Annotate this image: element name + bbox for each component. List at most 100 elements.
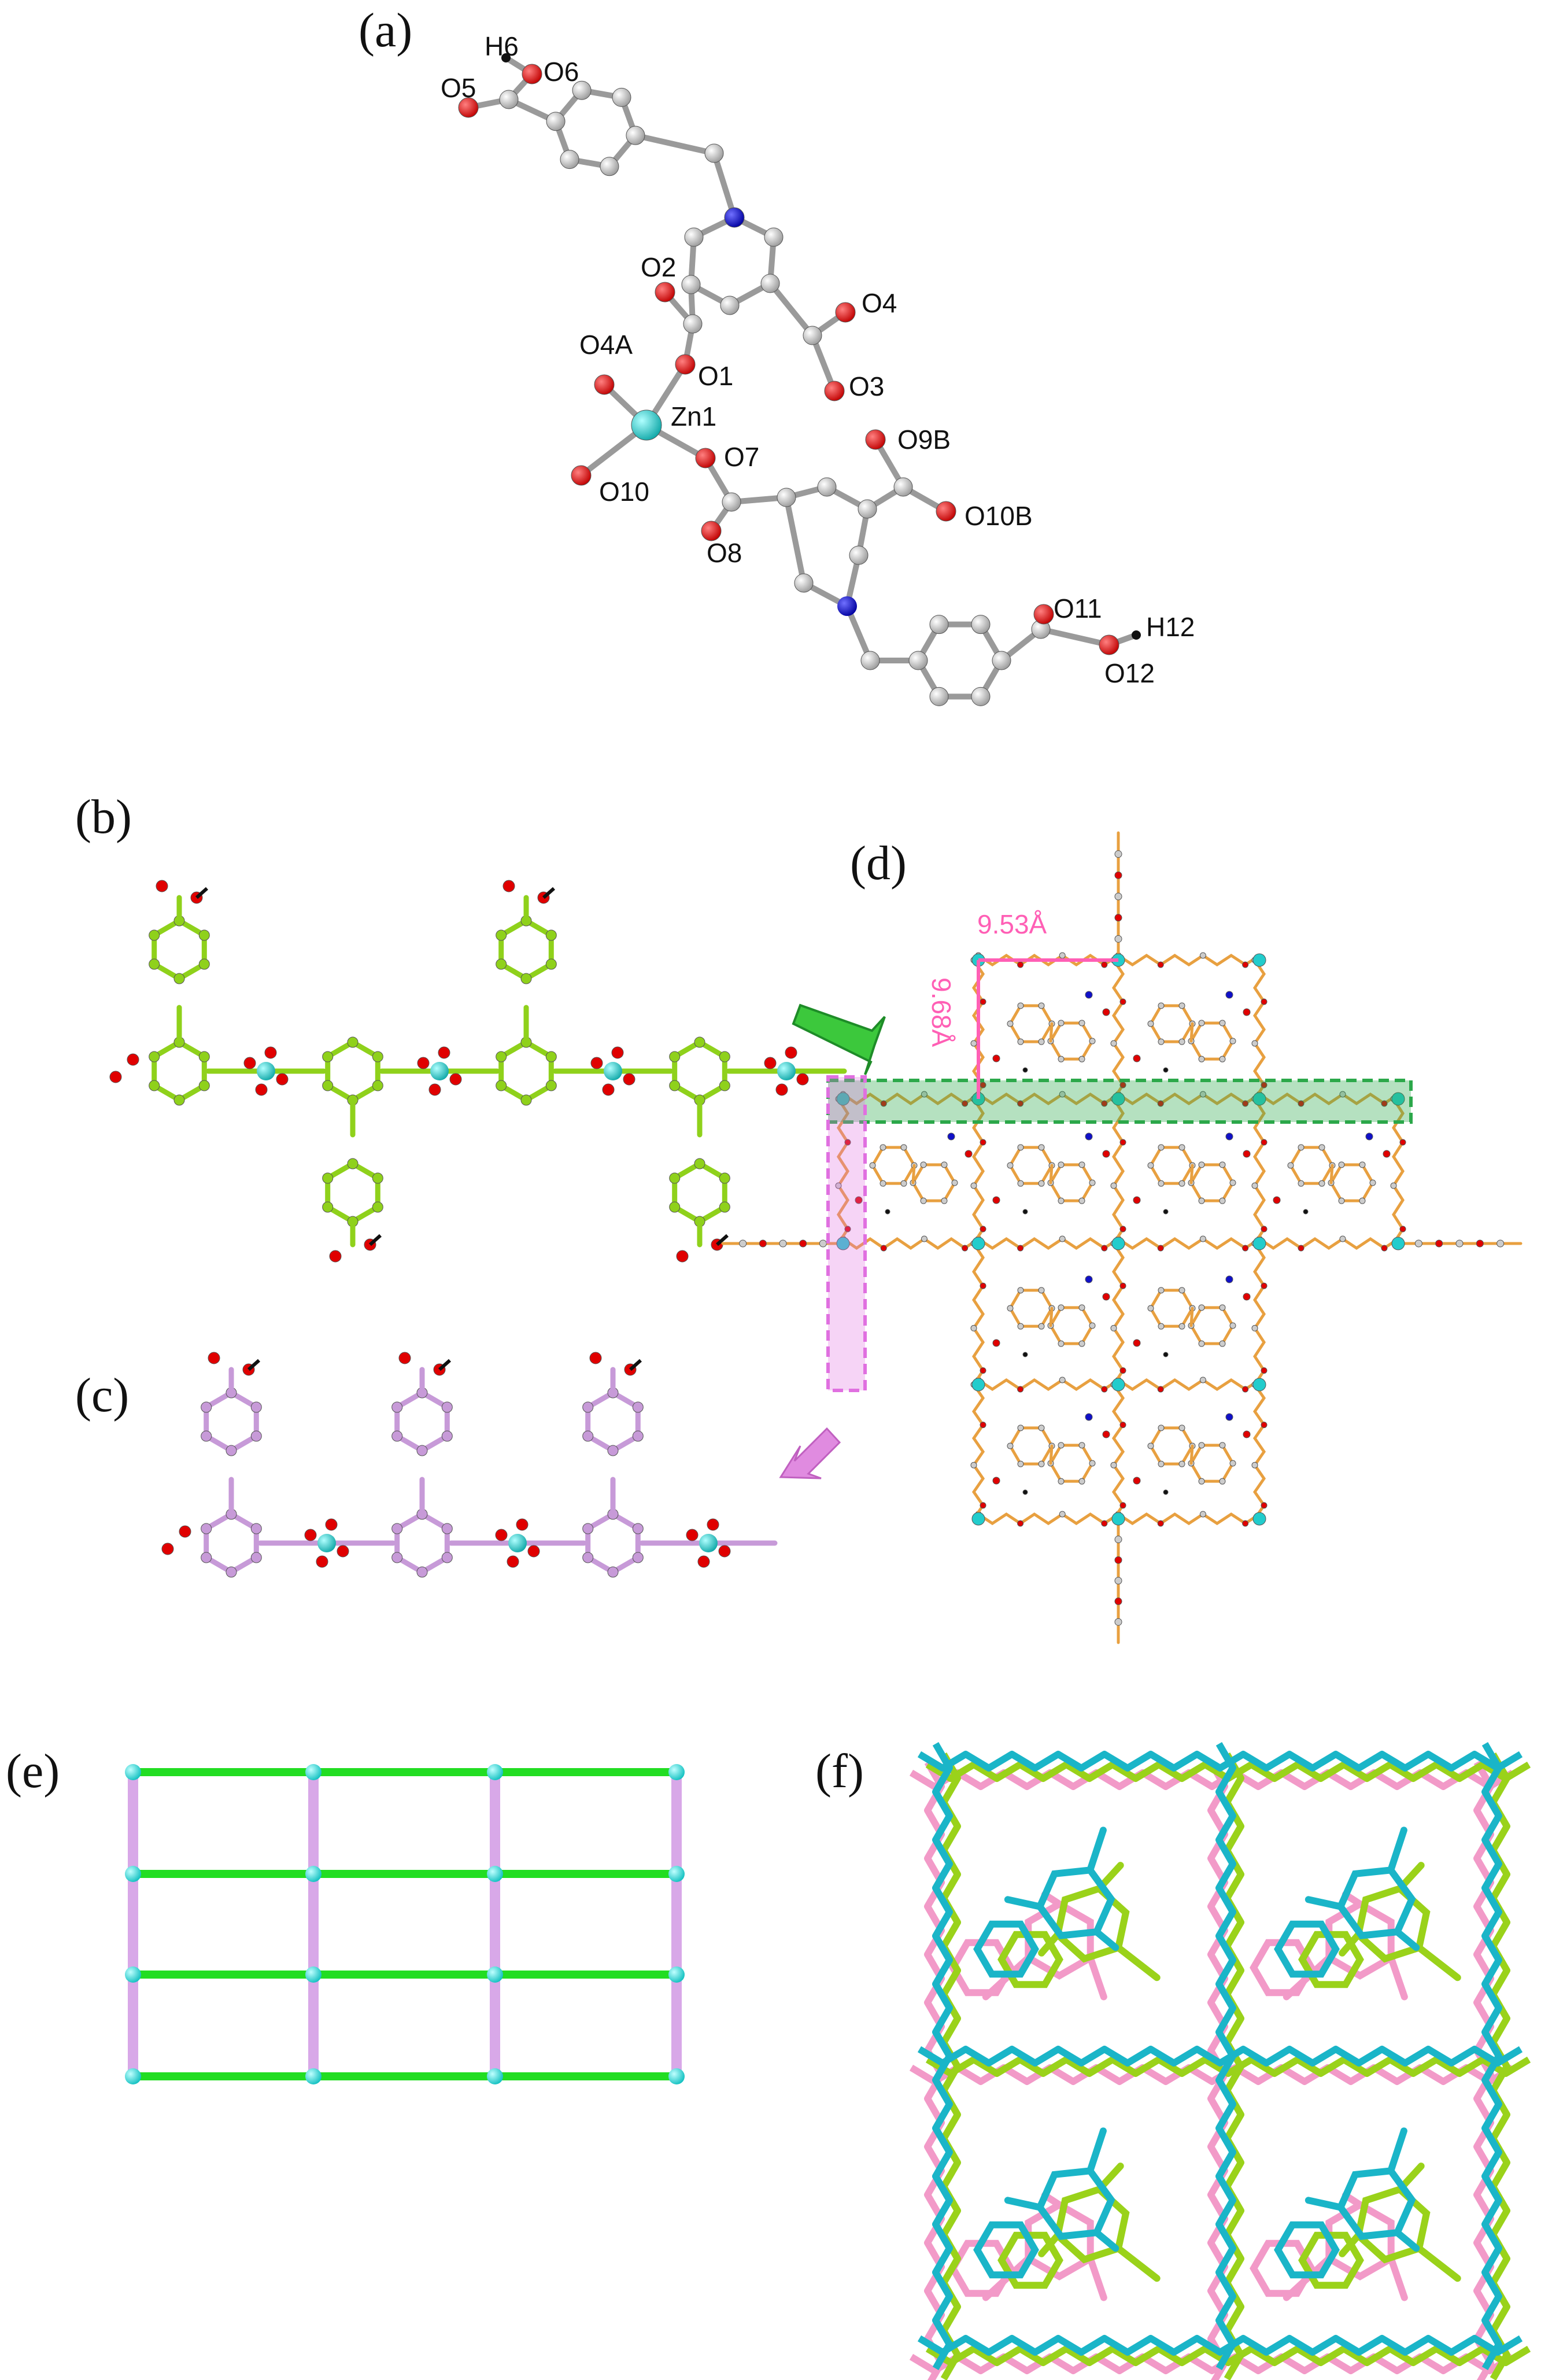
layer-bond [1111,1383,1125,1520]
net-strand [925,2056,1531,2077]
pendant-atom [1158,1002,1165,1009]
hydrogen-bond [716,1234,729,1246]
green-arrow-icon [792,1003,886,1075]
layer-atom [1199,1235,1206,1242]
pendant-atom [1038,1323,1045,1330]
layer-bond [1252,1383,1266,1520]
arm-atom [1114,850,1122,858]
oxygen-atom [458,97,479,118]
layer-bond [1117,1237,1261,1250]
layer-atom [1390,1182,1397,1189]
layer-atom [1261,1139,1268,1146]
net-branch [1394,2229,1420,2252]
layer-bond [1117,1378,1261,1391]
pendant-bond [1008,1004,1022,1025]
layer-atom [1261,1226,1268,1233]
chain-atom [173,1094,185,1106]
net-branch [1087,2255,1107,2301]
oxygen-atom [865,429,886,450]
pendant-bond [1149,1146,1163,1167]
carbon-atom [817,477,837,497]
net-branch [1387,1826,1407,1874]
net-node [125,2068,141,2084]
pendant-bond [1361,1181,1374,1202]
pendant-bond [1049,1307,1054,1327]
hydrogen-atom [1022,1489,1028,1495]
hydrogen-bond [369,1234,382,1246]
pendant-bond [1149,1307,1163,1328]
pendant-bond [1180,1164,1194,1185]
net-branch [1004,2197,1044,2211]
pendant-bond [1221,1181,1235,1202]
oxygen-atom [1243,1293,1251,1301]
chain-atom [372,1172,383,1184]
net-node [305,1866,322,1882]
pendant-bond [1149,1004,1163,1025]
layer-atom [1242,1520,1249,1527]
chain-atom [372,1051,383,1062]
hydrogen-atom [501,53,511,62]
atom-label-o4a: O4A [579,330,633,360]
net-ring [1036,2167,1115,2240]
layer-bond [977,1378,1119,1391]
zinc-atom [257,1062,275,1080]
net-node [487,2068,503,2084]
pendant-bond [1329,1181,1343,1202]
pendant-bond [1049,1306,1063,1327]
hydrogen-atom [1163,1352,1169,1357]
zinc-node [836,1092,850,1106]
pendant-atom [880,1180,886,1187]
zinc-node [836,1237,850,1250]
pendant-atom [1318,1144,1325,1151]
pendant-bond [1149,1444,1163,1466]
zinc-node [1391,1237,1405,1250]
layer-atom [1059,952,1066,959]
pink-arrow-icon [779,1427,841,1479]
oxygen-atom [686,1529,699,1541]
oxygen-atom [1099,634,1119,655]
chain-atom [441,1552,453,1563]
chain-atom [669,1080,681,1091]
chain-atom [441,1401,453,1413]
nitrogen-atom [1225,1413,1233,1421]
layer-atom [880,1245,887,1252]
atom-label-o3: O3 [849,371,884,401]
chain-atom [496,958,507,970]
net-branch [1004,1896,1044,1910]
pendant-bond [1180,1307,1194,1328]
net-branch [1115,2245,1161,2282]
net-ring [1274,1920,1340,1978]
net-ring [1025,2201,1094,2281]
pendant-bond [871,1146,885,1167]
oxygen-atom [1243,1150,1251,1158]
net-ring [1325,1900,1395,1980]
zinc-node [1252,1378,1266,1392]
pendant-atom [1178,1287,1185,1294]
green-highlight-band [826,1079,1413,1124]
arm-atom [1114,1536,1122,1544]
pendant-atom [1017,1038,1024,1045]
oxygen-atom [304,1529,317,1541]
oxygen-atom [1102,1293,1110,1301]
layer-bond [1117,1093,1261,1105]
pendant-bond [1008,1022,1022,1043]
hydrogen-bond [438,1359,451,1371]
chain-atom [322,1051,334,1062]
layer-bond [1258,1092,1399,1106]
panel-label-c: (c) [75,1368,129,1422]
pendant-atom [1058,1020,1065,1027]
net-ring [1054,1884,1130,1963]
oxygen-atom [602,1083,615,1096]
zinc-atom [699,1534,718,1552]
oxygen-atom [965,1150,973,1158]
layer-atom [970,1324,977,1331]
layer-atom [880,1100,887,1107]
chain-atom [669,1201,681,1213]
atom-label-o4: O4 [862,288,897,318]
oxygen-atom [495,1529,508,1541]
pendant-atom [1058,1304,1065,1311]
zinc-node [971,1378,985,1392]
layer-atom [1251,1324,1258,1331]
net-ring [1336,2167,1416,2240]
pendant-bond [1080,1444,1094,1465]
